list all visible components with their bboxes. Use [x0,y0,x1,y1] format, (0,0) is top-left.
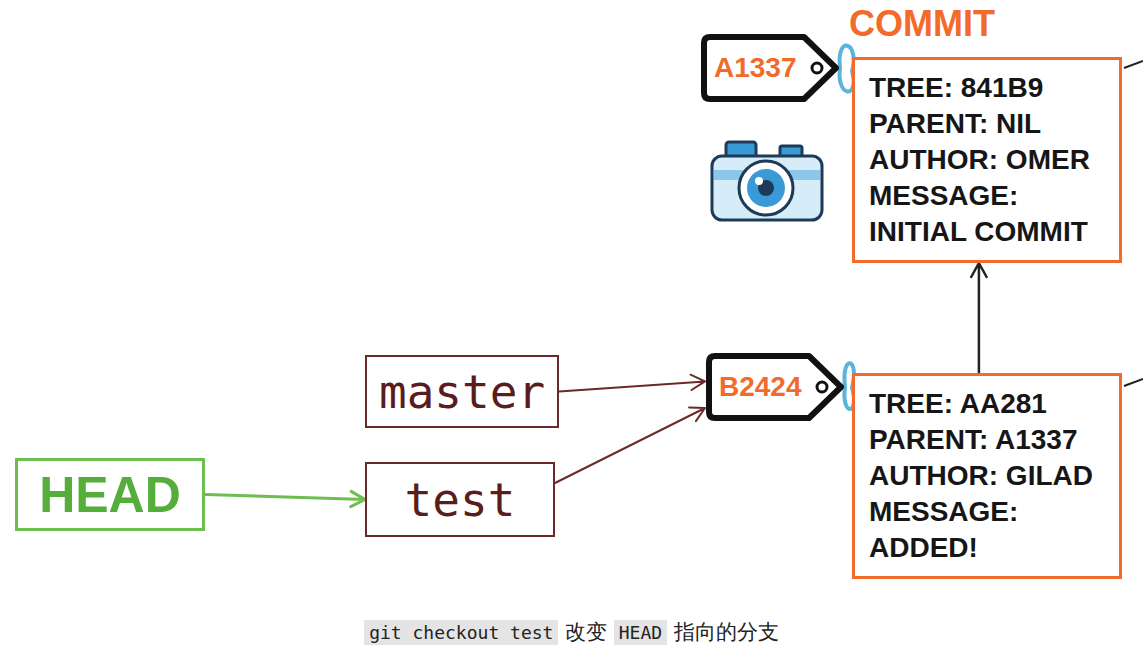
commit-field: TREE: AA281 [869,386,1105,422]
commit-tag: B2424 [705,352,845,422]
tag-outline-path [709,356,841,418]
head-label: HEAD [39,466,181,524]
commit-hash: A1337 [714,52,797,84]
camera-highlight [755,177,763,185]
commit-hash: B2424 [719,371,802,403]
branch-arrow [559,375,705,392]
tag-outline-path [704,37,836,99]
tree-leader-line [1124,61,1143,68]
branch-name: master [379,365,545,419]
tag-hole [812,63,822,73]
parent-arrow [971,263,986,373]
commit-tag: A1337 [700,33,840,103]
commit-field: MESSAGE: ADDED! [869,494,1105,566]
camera-icon [706,132,830,228]
commit-box: COMMITTREE: 841B9PARENT: NILAUTHOR: OMER… [852,57,1122,263]
branch-name: test [405,473,516,527]
camera-lens [739,161,793,215]
commit-field: AUTHOR: GILAD [869,458,1105,494]
branch-box: test [365,462,555,537]
camera-lens-glass [747,169,785,207]
commit-box: TREE: AA281PARENT: A1337AUTHOR: GILADMES… [852,373,1122,579]
commit-field: AUTHOR: OMER [869,142,1105,178]
commit-heading: COMMIT [849,2,995,46]
camera-body [712,156,822,220]
commit-field: MESSAGE: INITIAL COMMIT [869,178,1105,250]
inline-code: git checkout test [364,620,558,645]
head-pointer-box: HEAD [15,458,205,531]
tag-hole [817,382,827,392]
figure-caption: git checkout test 改变 HEAD 指向的分支 [0,617,1143,647]
commit-field: TREE: 841B9 [869,70,1105,106]
commit-field: PARENT: NIL [869,106,1105,142]
branch-arrow [555,407,705,483]
branch-box: master [365,355,559,428]
head-arrow [205,491,365,506]
tree-leader-line [1124,379,1143,386]
commit-field: PARENT: A1337 [869,422,1105,458]
inline-code: HEAD [614,620,667,645]
